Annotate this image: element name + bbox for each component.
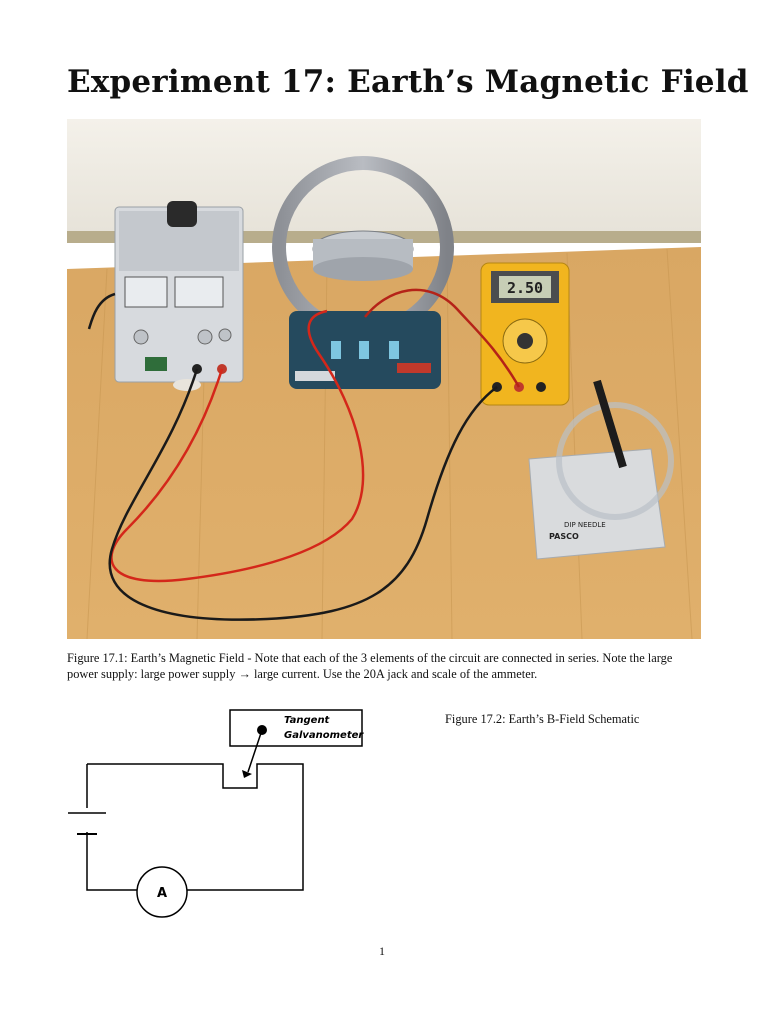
page-number: 1 [379, 944, 385, 958]
galvanometer-label-line2: Galvanometer [284, 730, 364, 741]
dip-needle-label: DIP NEEDLE [564, 521, 606, 529]
dip-needle: DIP NEEDLE PASCO [528, 379, 674, 560]
page-title: Experiment 17: Earth’s Magnetic Field [67, 64, 749, 100]
power-supply [114, 201, 244, 391]
galvanometer-arrowhead [242, 770, 252, 778]
galvanometer-label-box [229, 709, 363, 747]
multimeter: 2.50 [480, 262, 570, 406]
circuit-loop [86, 763, 304, 891]
battery-symbol [68, 812, 106, 835]
circuit-wires [87, 288, 521, 621]
galvanometer-label-line1: Tangent [284, 715, 331, 726]
pasco-logo: PASCO [549, 532, 579, 541]
tangent-galvanometer [272, 156, 454, 389]
ammeter-label: A [157, 886, 167, 901]
figure-17-2-schematic: Tangent Galvanometer A [68, 709, 364, 918]
ammeter-symbol [136, 866, 188, 918]
figure-17-1-caption: Figure 17.1: Earth’s Magnetic Field - No… [67, 651, 673, 681]
figure-17-1-photo: 2.50 DIP NEEDLE PASCO [67, 119, 701, 639]
figure-17-2-caption: Figure 17.2: Earth’s B-Field Schematic [445, 712, 640, 726]
multimeter-display-value: 2.50 [507, 279, 543, 297]
